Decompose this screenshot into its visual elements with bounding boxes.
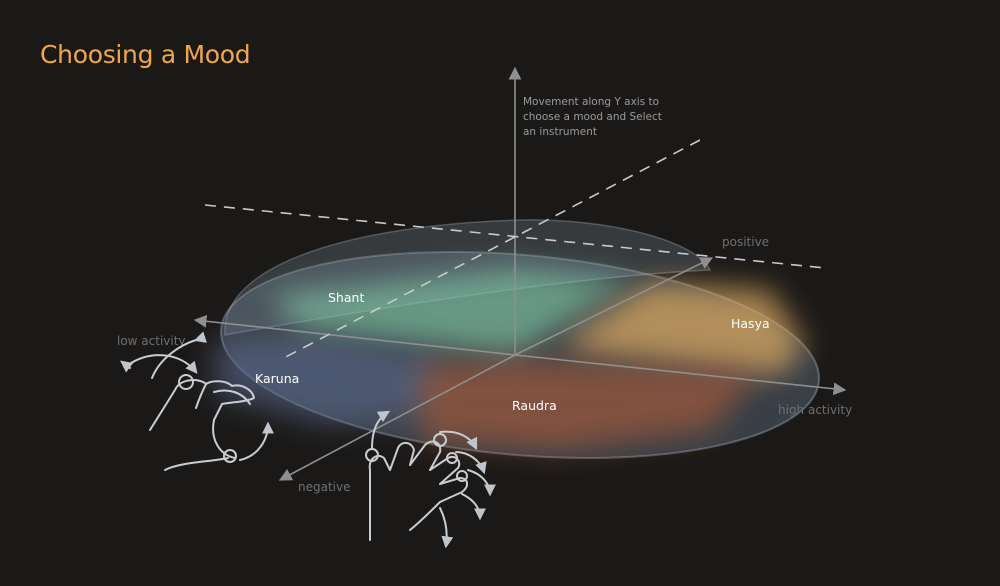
shant-region bbox=[270, 268, 635, 355]
raudra-label: Raudra bbox=[512, 398, 557, 413]
high-activity-axis bbox=[514, 354, 847, 396]
dashed-axis-diagonal bbox=[279, 139, 701, 361]
y-axis-note-line: Movement along Y axis to bbox=[523, 96, 659, 108]
y-axis-note: Movement along Y axis to choose a mood a… bbox=[523, 96, 665, 138]
dashed-axis-horizontal bbox=[204, 204, 826, 269]
y-axis-note-line: choose a mood and Select bbox=[523, 111, 662, 123]
left-hand-gesture-icon bbox=[120, 331, 274, 471]
y-axis-note-line: an instrument bbox=[523, 126, 597, 138]
negative-label: negative bbox=[298, 480, 350, 494]
hasya-region bbox=[560, 282, 805, 375]
right-hand-gesture-icon bbox=[365, 410, 496, 549]
low-activity-label: low activity bbox=[117, 334, 186, 348]
negative-axis bbox=[278, 354, 516, 481]
karuna-label: Karuna bbox=[255, 371, 299, 386]
shant-label: Shant bbox=[328, 290, 364, 305]
raudra-region bbox=[420, 360, 760, 450]
page-title: Choosing a Mood bbox=[40, 40, 251, 69]
karuna-region bbox=[215, 335, 440, 425]
low-activity-axis bbox=[193, 314, 516, 356]
positive-axis bbox=[514, 257, 714, 356]
hasya-label: Hasya bbox=[731, 316, 770, 331]
positive-label: positive bbox=[722, 235, 769, 249]
mood-regions bbox=[215, 268, 805, 450]
high-activity-label: high activity bbox=[778, 403, 852, 417]
axes bbox=[193, 66, 847, 481]
